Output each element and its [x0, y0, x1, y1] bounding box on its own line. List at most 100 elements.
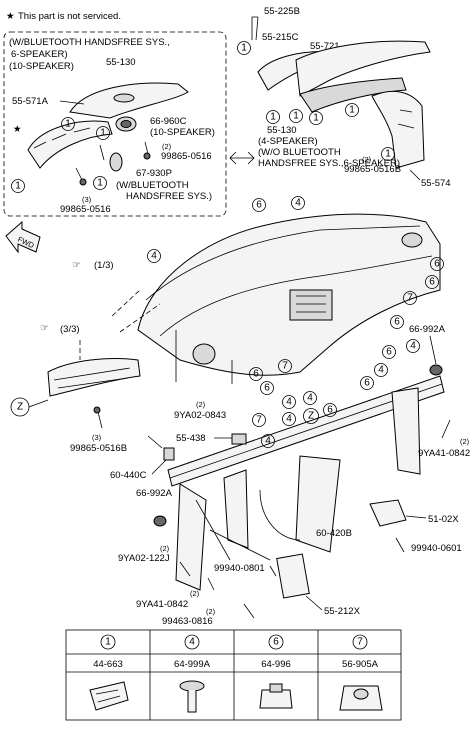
callout-6-b: 6: [430, 257, 444, 271]
callout-1-top-b: 1: [266, 110, 280, 124]
callout-6-a: 6: [252, 198, 266, 212]
note-handsfree-6-speaker: HANDSFREE SYS.,6-SPEAKER): [258, 158, 400, 169]
inset-screw-head: [143, 152, 151, 160]
part-label-66-960C: 66-960C: [150, 116, 187, 127]
svg-text:Z: Z: [17, 402, 23, 413]
svg-text:1: 1: [270, 112, 276, 123]
center-stay: [295, 455, 341, 553]
callout-4-h: 4: [261, 434, 275, 448]
callout-1-top-d: 1: [309, 111, 323, 125]
callout-4-d: 4: [374, 363, 388, 377]
note-star: ★: [6, 11, 15, 22]
svg-text:4: 4: [410, 341, 416, 352]
bracket-51-02X: [369, 499, 407, 527]
svg-text:6: 6: [327, 405, 333, 416]
svg-text:6: 6: [429, 277, 435, 288]
note-bluetooth-line-1: (W/BLUETOOTH: [116, 180, 189, 191]
part-shape-55-721: [295, 40, 431, 97]
part-label-55-721: 55-721: [310, 41, 340, 52]
dashboard-main-body: [137, 213, 441, 376]
legend-key-7: 7: [352, 634, 368, 650]
part-label-55-215C: 55-215C: [262, 32, 299, 43]
screw-99865-0516B: [97, 411, 103, 429]
callout-1-top-c: 1: [289, 109, 303, 123]
part-shape-55-130-top: [299, 77, 407, 113]
svg-text:4: 4: [189, 637, 195, 648]
bolt-9YA02-122J: [179, 561, 191, 577]
bolt-99940-0801: [269, 565, 277, 577]
bracket-braces: [195, 499, 271, 561]
svg-text:6: 6: [394, 317, 400, 328]
inset-title-line-3: (10-SPEAKER): [9, 61, 74, 72]
inset-hood-opening: [113, 93, 135, 103]
part-label-55-571A: 55-571A: [12, 96, 49, 107]
note-4-speaker: (4-SPEAKER): [258, 136, 318, 147]
qty-2-top: (2): [362, 155, 372, 164]
inset-lower-panel: [27, 120, 113, 169]
inset-microphone: [109, 152, 123, 172]
svg-text:1: 1: [100, 128, 106, 139]
left-trim-ribs: [53, 367, 131, 389]
svg-text:6: 6: [273, 637, 279, 648]
callout-z-left: Z: [10, 397, 30, 417]
clip-64-996-icon: [259, 689, 293, 709]
svg-text:7: 7: [407, 293, 413, 304]
callout-6-d: 6: [390, 315, 404, 329]
inset-speaker-center: [120, 120, 132, 128]
qty-2-main-b: (2): [460, 437, 470, 446]
steering-column-support: [259, 489, 301, 541]
dashboard-mid-edge: [159, 255, 433, 337]
svg-text:7: 7: [256, 415, 262, 426]
part-label-99865-0516B-main: 99865-0516B: [70, 443, 127, 454]
qty-2-main-c: (2): [160, 544, 170, 553]
part-label-9YA02-0843: 9YA02-0843: [174, 410, 226, 421]
vent-left: [192, 343, 216, 365]
grommet-66-992A-right: [429, 364, 443, 376]
fastener-legend-table: [65, 629, 402, 721]
part-label-99865-0516-b: 99865-0516: [60, 204, 111, 215]
fwd-arrow-icon: [5, 220, 41, 254]
clip-64-996-top: [269, 683, 283, 693]
callout-4-b: 4: [147, 249, 161, 263]
svg-text:6: 6: [253, 369, 259, 380]
part-label-66-992A-left: 66-992A: [136, 488, 173, 499]
legend-key-6: 6: [268, 634, 284, 650]
hand-pointer-icon-1: ☞: [72, 260, 81, 271]
svg-text:Z: Z: [308, 411, 314, 422]
legend-part-64-996: 64-996: [261, 659, 291, 670]
svg-text:1: 1: [105, 637, 111, 648]
part-label-67-930P: 67-930P: [136, 168, 172, 179]
bolt-99940-0601: [395, 537, 405, 553]
center-console-opening: [289, 289, 333, 321]
leader-60-440C: [151, 459, 167, 475]
svg-text:1: 1: [293, 111, 299, 122]
callout-1-inset-d: 1: [93, 176, 107, 190]
svg-text:1: 1: [313, 113, 319, 124]
svg-text:6: 6: [434, 259, 440, 270]
interchange-arrow: [229, 151, 255, 165]
svg-text:4: 4: [286, 414, 292, 425]
bolt-9YA41-0842-r: [441, 419, 451, 439]
svg-text:1: 1: [97, 178, 103, 189]
leader-55-574: [409, 169, 421, 181]
part-shape-55-574: [371, 90, 425, 169]
part-label-99940-0801: 99940-0801: [214, 563, 265, 574]
leader-dashboard-ref: [111, 289, 161, 333]
svg-text:4: 4: [265, 436, 271, 447]
ref-3-3: (3/3): [60, 324, 80, 335]
svg-text:1: 1: [65, 119, 71, 130]
svg-text:1: 1: [15, 181, 21, 192]
inset-title-line-2: 6-SPEAKER): [11, 49, 68, 60]
callout-1-top-e: 1: [345, 103, 359, 117]
hand-pointer-icon-2: ☞: [40, 323, 49, 334]
callout-1-top-f: 1: [381, 147, 395, 161]
part-label-99865-0516-a: 99865-0516: [161, 151, 212, 162]
left-trim-panel: [47, 358, 141, 397]
center-console-slats: [296, 295, 326, 313]
svg-text:6: 6: [256, 200, 262, 211]
callout-1-inset-a: 1: [61, 117, 75, 131]
inset-title-line-1: (W/BLUETOOTH HANDSFREE SYS.,: [9, 37, 170, 48]
note-bluetooth-line-2: HANDSFREE SYS.): [126, 191, 212, 202]
legend-key-1: 1: [100, 634, 116, 650]
